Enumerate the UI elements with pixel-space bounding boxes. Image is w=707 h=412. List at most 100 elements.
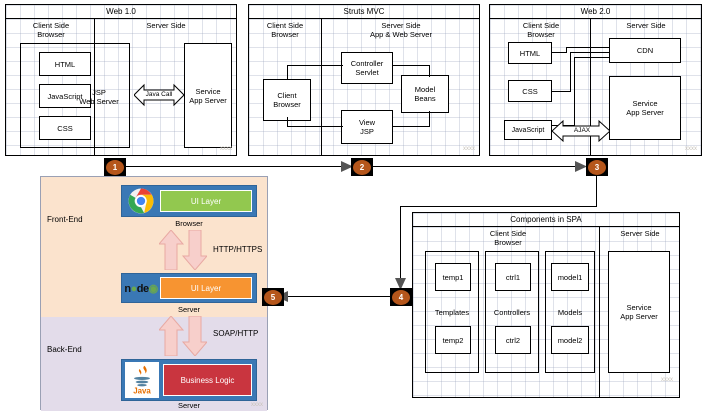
label-models: Models [557,308,583,317]
line-css-cdn-a [552,91,570,92]
box-html: HTML [508,42,552,64]
panel-title-web-2-0: Web 2.0 [490,5,701,19]
connector-view-client-h [287,126,343,127]
flow-line-down-to-4 [400,206,401,281]
box-ctrl1: ctrl1 [495,263,531,291]
watermark: xxxx [463,146,475,152]
watermark: xxxx [685,146,697,152]
marker-5[interactable]: 5 [262,288,284,306]
line-html-cdn-b [566,47,567,53]
caption-node-server: Server [177,305,201,314]
connector-view-client-v [287,117,288,127]
tier-java-card: Java Business Logic [121,359,257,401]
box-model2: model2 [551,326,589,354]
box-model1: model1 [551,263,589,291]
flow-arrowhead-3 [575,161,587,172]
flow-line-1-2 [126,166,348,167]
group-controllers [485,251,539,373]
label-java-call: Java Call [145,91,173,98]
box-css: CSS [39,116,91,140]
connector-model-view-v [429,111,430,127]
svg-text:Java: Java [133,386,151,395]
line-html-cdn-c [566,47,609,48]
line-css-cdn-c [570,52,609,53]
connector-client-controller-h [287,65,343,66]
flow-line-2-3 [370,166,582,167]
connector-client-controller-v [287,65,288,80]
tier-node-card: n●de◉ UI Layer [121,273,257,303]
label-controllers: Controllers [493,308,531,317]
label-templates: Templates [434,308,470,317]
marker-4[interactable]: 4 [390,288,412,306]
front-end-label: Front-End [47,215,83,224]
panel-title-struts: Struts MVC [249,5,479,19]
java-logo: Java [125,362,159,398]
flow-arrowhead-2 [341,161,353,172]
connector-controller-model-v [429,65,430,77]
server-side-header: Server Side [146,21,186,30]
box-ctrl2: ctrl2 [495,326,531,354]
marker-5-label: 5 [264,289,282,305]
line-js-cdn-c [574,57,609,58]
ui-layer-browser: UI Layer [160,190,252,212]
label-ajax: AJAX [573,127,591,134]
ui-layer-node: UI Layer [160,277,252,299]
browser-container [20,43,130,148]
tier-browser-card: UI Layer [121,185,257,217]
soap-arrows [159,316,207,356]
panel-tech-stack: Front-End Back-End UI Layer Browser HT [40,176,268,411]
flow-line-4-5 [282,296,394,297]
panel-title-web-1-0: Web 1.0 [6,5,236,19]
server-side-header: Server Side [620,229,660,238]
panel-divider [590,18,591,156]
line-css-cdn-b [570,52,571,92]
marker-2[interactable]: 2 [351,158,373,176]
flow-arrowhead-4 [395,278,406,290]
marker-1-label: 1 [106,159,124,175]
caption-browser: Browser [175,219,203,228]
protocol-soap: SOAP/HTTP [213,329,259,338]
box-temp1: temp1 [435,263,471,291]
back-end-label: Back-End [47,345,82,354]
watermark: xxxx [661,377,673,383]
box-cdn: CDN [609,38,681,63]
line-js-cdn-b [574,57,575,126]
marker-4-label: 4 [392,289,410,305]
line-html-cdn-a [552,52,566,53]
watermark: xxxx [220,146,232,152]
java-call-arrow [134,83,184,107]
server-side-header: Server Side [626,21,666,30]
group-models [545,251,595,373]
caption-java-server: Server [177,401,201,410]
protocol-http: HTTP/HTTPS [213,245,263,254]
watermark: xxxx [251,402,263,408]
box-javascript: JavaScript [504,120,552,140]
ajax-arrow [552,119,610,143]
marker-3-label: 3 [588,159,606,175]
box-temp2: temp2 [435,326,471,354]
marker-2-label: 2 [353,159,371,175]
box-css: CSS [508,80,552,102]
group-templates [425,251,479,373]
http-arrows [159,230,207,270]
panel-title-spa: Components in SPA [413,213,679,227]
marker-3[interactable]: 3 [586,158,608,176]
box-javascript: JavaScript [39,84,91,108]
marker-1[interactable]: 1 [104,158,126,176]
panel-divider [94,18,95,156]
connector-model-view-h [392,126,430,127]
